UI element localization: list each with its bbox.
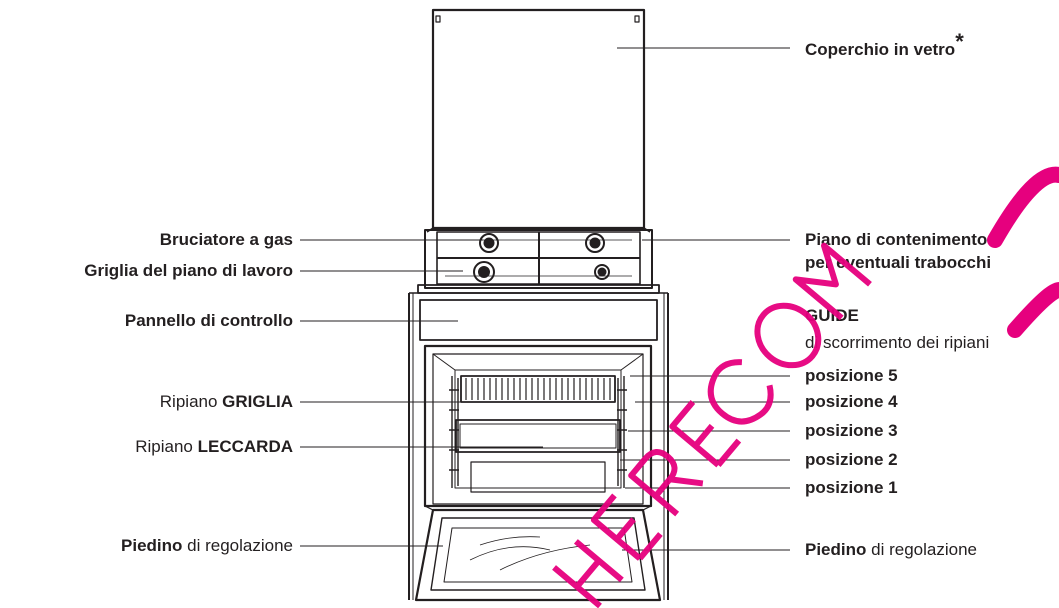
label-foot-right: Piedino di regolazione: [805, 540, 977, 560]
label-lid-mark: *: [955, 29, 964, 54]
label-position-1: posizione 1: [805, 478, 898, 497]
label-rack-bold: GRIGLIA: [222, 392, 293, 411]
leader-lines-left: [300, 239, 543, 547]
label-position-4: posizione 4: [805, 392, 898, 411]
oven-body: [408, 292, 669, 602]
label-foot-left-bold: Piedino: [121, 536, 183, 555]
wire-rack: [460, 375, 616, 403]
label-foot-right-bold: Piedino: [805, 540, 867, 559]
label-foot-right-rest: di regolazione: [866, 540, 977, 559]
label-rack: Ripiano GRIGLIA: [160, 392, 293, 412]
label-foot-left-rest: di regolazione: [182, 536, 293, 555]
label-rack-prefix: Ripiano: [159, 392, 223, 411]
label-foot-left: Piedino di regolazione: [121, 536, 293, 556]
label-lid-text: Coperchio in vetro: [805, 40, 956, 59]
label-control-panel: Pannello di controllo: [124, 311, 293, 330]
label-lid: Coperchio in vetro*: [805, 31, 964, 60]
glass-lid: [426, 8, 651, 233]
label-guides-title: GUIDE: [805, 306, 859, 325]
label-grate: Griglia del piano di lavoro: [84, 261, 293, 280]
oven-door: [414, 505, 662, 602]
label-position-2: posizione 2: [805, 450, 898, 469]
leader-lines-right: [617, 47, 790, 551]
label-tray-prefix: Ripiano: [135, 437, 198, 456]
label-tray-bold: LECCARDA: [197, 437, 293, 456]
hob: [417, 229, 660, 294]
label-position-5: posizione 5: [805, 366, 898, 385]
label-tray: Ripiano LECCARDA: [135, 437, 293, 457]
label-burner: Bruciatore a gas: [159, 230, 293, 249]
label-guides-sub: di scorrimento dei ripiani: [805, 333, 990, 352]
drip-tray: [455, 419, 621, 453]
label-spill-1: Piano di contenimento: [805, 230, 988, 249]
label-position-3: posizione 3: [805, 421, 898, 440]
